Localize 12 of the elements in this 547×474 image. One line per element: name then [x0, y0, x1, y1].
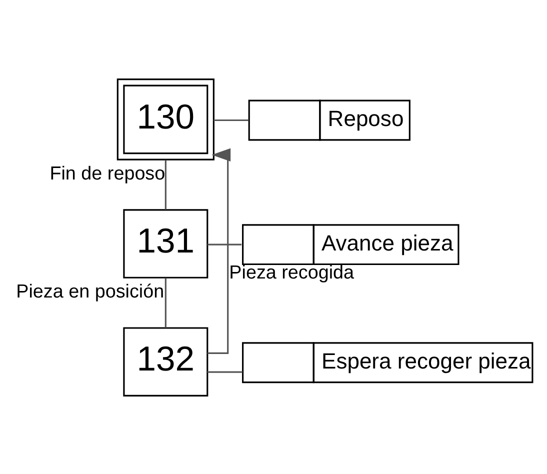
edge-label: Pieza en posición	[16, 281, 164, 302]
connector	[214, 118, 249, 121]
node-box: 132	[123, 326, 208, 396]
node-box: 131	[123, 208, 208, 278]
connector	[164, 160, 166, 210]
node-box: 130	[116, 78, 214, 160]
arrow	[208, 148, 231, 354]
edge-label: Fin de reposo	[50, 163, 166, 184]
edge-label: Pieza recogida	[229, 262, 354, 284]
connector	[207, 243, 242, 245]
connector	[207, 370, 242, 372]
connector	[164, 277, 166, 328]
